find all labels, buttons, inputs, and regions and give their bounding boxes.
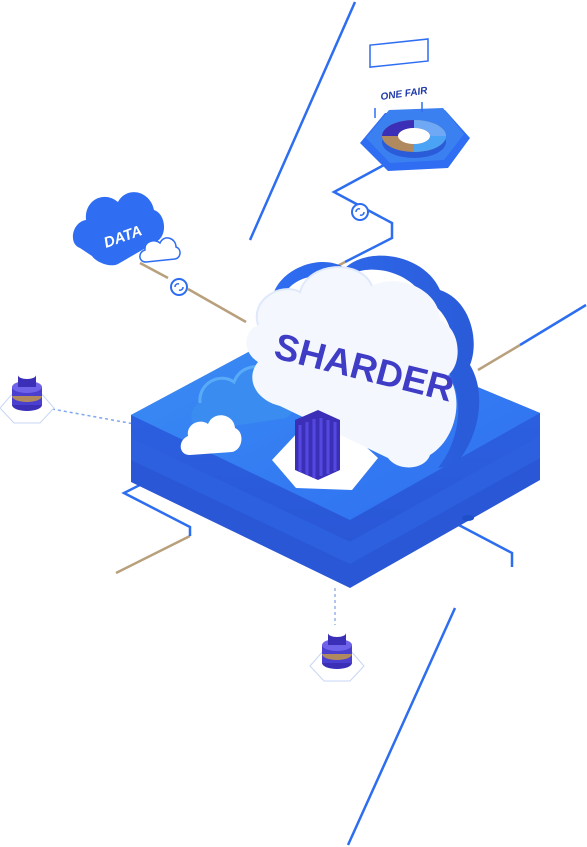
cloud-icon (139, 237, 181, 263)
chart-sign (369, 38, 429, 68)
chart-connector (329, 163, 394, 272)
server-stack-icon (12, 371, 42, 411)
main-cloud: SHARDER (246, 255, 480, 468)
cloud-icon (180, 415, 242, 455)
link-icon (170, 278, 188, 296)
chart-sign-label: ONE FAIR (380, 85, 429, 103)
link-icon (351, 203, 369, 221)
server-node-left (0, 371, 55, 424)
server-node-bottom (309, 629, 365, 682)
ring-chart-icon (382, 120, 446, 158)
decor-lines (51, 1, 587, 846)
chart-node: ONE FAIR (360, 38, 470, 171)
server-stack-icon (322, 629, 352, 669)
data-connector (139, 261, 247, 324)
data-cloud: DATA (72, 192, 181, 266)
document-stack-icon (295, 410, 340, 480)
